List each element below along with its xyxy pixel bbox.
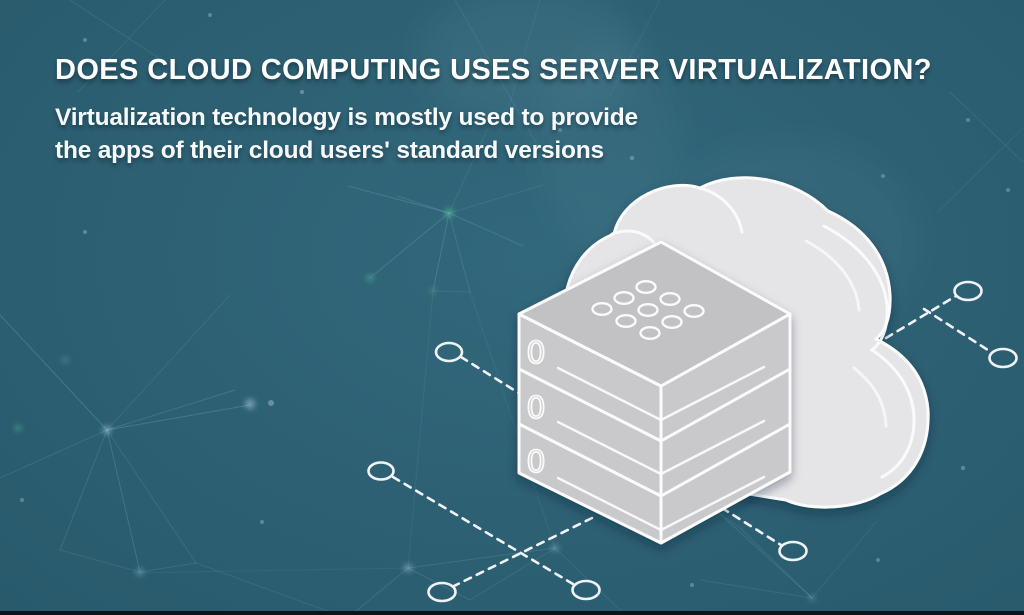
- node-circle-left-mid: [367, 461, 395, 481]
- plexus-glow-nodes: [62, 357, 815, 601]
- server-vent-dots: [591, 280, 705, 341]
- page-title: DOES CLOUD COMPUTING USES SERVER VIRTUAL…: [55, 54, 932, 86]
- server-slab-label: 0: [526, 445, 545, 480]
- node-circle-left-top: [434, 341, 464, 363]
- subtitle-line-1: Virtualization technology is mostly used…: [55, 104, 638, 131]
- connector-line-bottom-right: [720, 506, 783, 547]
- text-block: DOES CLOUD COMPUTING USES SERVER VIRTUAL…: [55, 54, 995, 167]
- server-stack: 0 0 0: [517, 240, 792, 545]
- node-circle-bottom-left: [427, 581, 457, 603]
- connector-line-right-up: [884, 294, 958, 340]
- bottom-border: [0, 611, 1024, 615]
- node-circle-bottom-right: [778, 540, 808, 562]
- server-slab-separator: [517, 367, 792, 443]
- subtitle-line-2: the apps of their cloud users' standard …: [55, 137, 604, 164]
- plexus-nodes: [20, 13, 1010, 587]
- connector-line-right-down: [922, 307, 993, 354]
- node-circle-bottom-mid: [571, 579, 601, 601]
- node-circle-right-bottom: [988, 347, 1018, 369]
- plexus-green-nodes: [14, 208, 454, 432]
- node-circle-right-top: [953, 280, 983, 302]
- server-slab-separator: [517, 422, 792, 498]
- connectors: [367, 280, 1018, 603]
- connector-line-cross-b: [452, 516, 594, 588]
- connector-line-cross-a: [391, 475, 575, 586]
- page-subtitle: Virtualization technology is mostly used…: [55, 101, 995, 167]
- server-slab-label: 0: [526, 391, 545, 426]
- server-slab-label: 0: [526, 336, 545, 371]
